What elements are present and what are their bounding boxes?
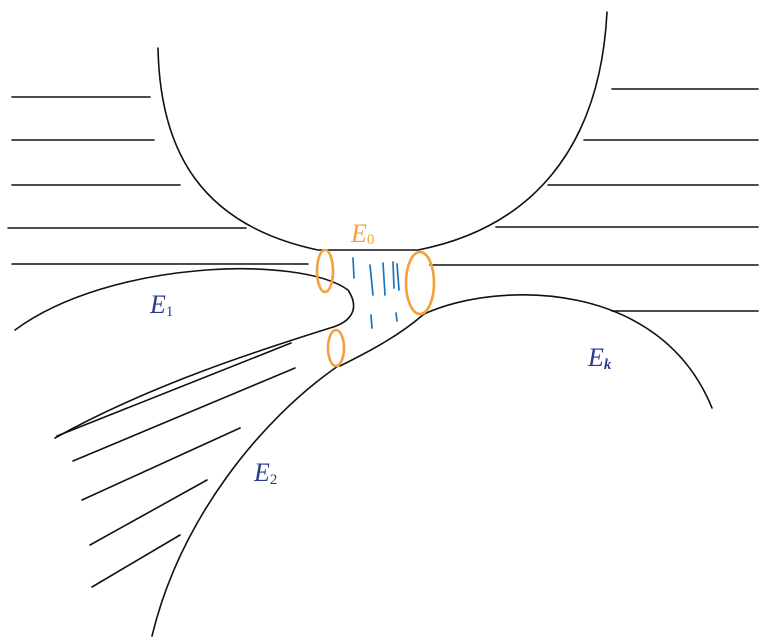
e2-end-ray	[81, 427, 241, 501]
neck-hatching	[352, 257, 400, 329]
label-e0-subscript: 0	[367, 232, 375, 248]
label-e1: E1	[149, 290, 173, 320]
e2-end-ray	[91, 534, 181, 588]
e2-end-ray	[72, 367, 296, 462]
label-e2-subscript: 2	[270, 472, 278, 488]
hatch-mark	[352, 257, 355, 279]
e1-end-boundary	[14, 268, 355, 439]
hatch-mark	[396, 263, 400, 291]
neck-ring-left	[315, 248, 335, 294]
label-e2: E2	[253, 458, 277, 488]
ek-end-boundary	[423, 294, 713, 409]
top-end-boundary	[157, 11, 608, 251]
label-e0: E0	[350, 219, 374, 248]
hatch-mark	[370, 314, 373, 329]
label-ek: Ek	[587, 343, 612, 373]
hatch-mark	[395, 312, 398, 322]
neck-ring-right	[404, 250, 436, 316]
hatch-mark	[369, 264, 374, 296]
e2-end-ray	[56, 342, 292, 437]
neck-lower-boundary	[339, 313, 425, 367]
e2-end-ray	[89, 479, 208, 546]
hatch-mark	[382, 262, 386, 296]
neck-ring-bottom	[326, 328, 346, 368]
label-ek-subscript: k	[604, 357, 612, 373]
e2-end-boundary	[151, 365, 339, 637]
label-e1-subscript: 1	[166, 304, 174, 320]
hatch-mark	[392, 261, 395, 289]
